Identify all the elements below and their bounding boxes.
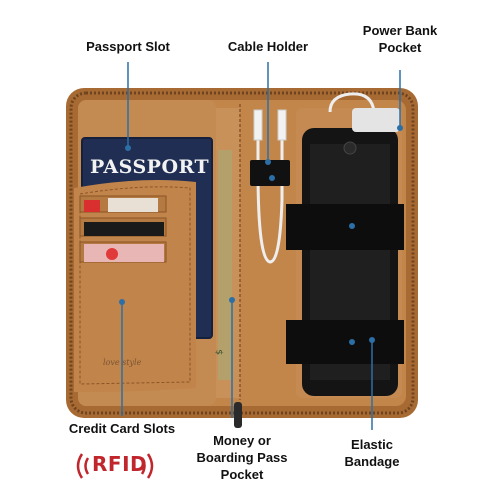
card-pink-logo — [106, 248, 118, 260]
rfid-label: RFID — [92, 452, 148, 476]
cable-plug-right — [277, 109, 287, 141]
card-pocket-stitch — [79, 186, 191, 385]
zipper-pull — [234, 402, 242, 428]
callout-dots — [119, 125, 403, 343]
phone-home-button — [343, 141, 357, 155]
label-credit-card-slots: Credit Card Slots — [68, 421, 176, 436]
elastic-band-top — [286, 204, 404, 250]
cable-plug-left — [253, 109, 263, 141]
cable-holder-dot — [269, 175, 275, 181]
callout-lines — [121, 62, 401, 430]
dollar-bill — [218, 150, 232, 380]
label-cable-holder: Cable Holder — [227, 39, 309, 54]
passport-cover-text: PASSPORT — [90, 156, 210, 178]
brand-script: love style — [103, 358, 142, 367]
dollar-bill-mark: $ — [215, 349, 225, 355]
elastic-band-bottom-dot — [349, 339, 355, 345]
card-white — [108, 198, 158, 212]
power-bank-top — [352, 108, 400, 132]
label-passport-slot: Passport Slot — [86, 39, 170, 54]
card-red — [84, 200, 100, 212]
elastic-band-top-dot — [349, 223, 355, 229]
elastic-band-bottom — [286, 320, 404, 364]
label-money-pocket: Money or Boarding Pass Pocket — [196, 433, 288, 482]
card-black — [84, 222, 164, 236]
usb-cable-loop — [256, 112, 284, 264]
label-elastic-bandage: Elastic Bandage — [344, 437, 400, 469]
label-power-bank-pocket: Power Bank Pocket — [362, 23, 438, 55]
power-bank-cable — [328, 92, 376, 113]
card-pink — [84, 244, 164, 262]
rfid-icon — [76, 453, 154, 479]
cable-holder-strap — [250, 160, 290, 186]
